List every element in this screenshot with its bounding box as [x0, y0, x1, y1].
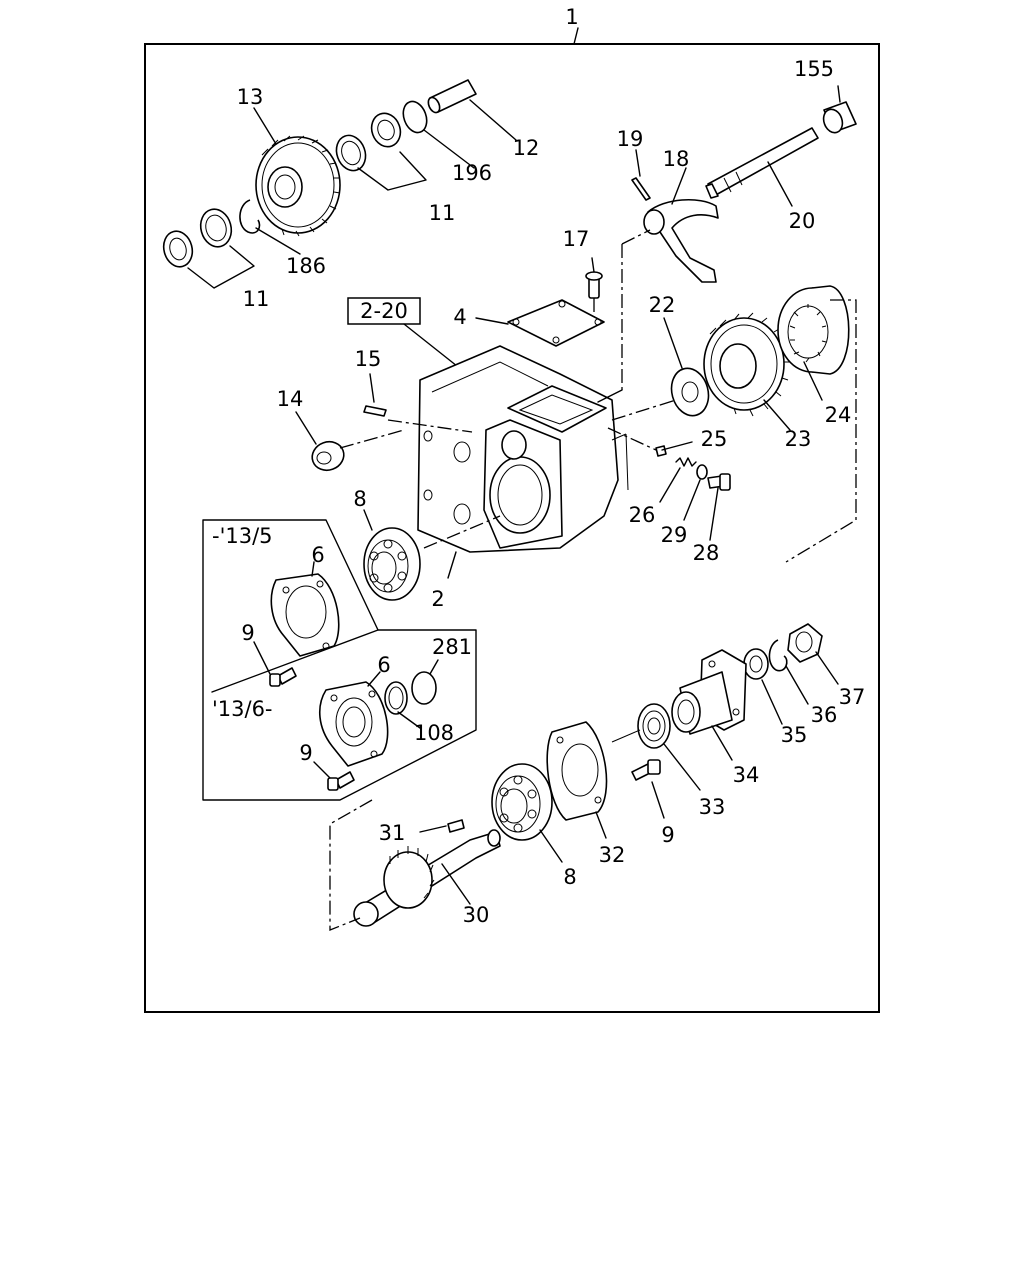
callout-2: 2	[431, 587, 444, 611]
part-15-dowel	[363, 405, 387, 417]
part-2-pto-housing	[417, 345, 629, 553]
part-25-plug	[655, 445, 667, 457]
part-17-bolt	[585, 271, 603, 299]
callout-186: 186	[286, 254, 326, 278]
callout-29: 29	[661, 523, 688, 547]
callout-1: 1	[565, 5, 578, 29]
callout-8-lower: 8	[563, 865, 576, 889]
reference-box	[347, 297, 421, 325]
callout-35: 35	[781, 723, 808, 747]
callout-12: 12	[513, 136, 540, 160]
callout-23: 23	[785, 427, 812, 451]
callout-108: 108	[414, 721, 454, 745]
part-23-helical-gear	[703, 312, 790, 417]
part-196-ring	[402, 100, 428, 134]
callout-18: 18	[663, 147, 690, 171]
callout-30: 30	[463, 903, 490, 927]
part-9-bolt-late	[327, 771, 355, 791]
part-186-snap-ring	[239, 199, 261, 234]
callout-11-upper: 11	[429, 201, 456, 225]
callout-31: 31	[379, 821, 406, 845]
part-26-spring	[675, 457, 697, 467]
assembly-leader	[573, 27, 579, 45]
callout-26: 26	[629, 503, 656, 527]
callout-9-early: 9	[241, 621, 254, 645]
part-9-bolt-early	[269, 667, 297, 687]
reference-box-label: 2-20	[360, 299, 408, 323]
callout-17: 17	[563, 227, 590, 251]
part-12-pin	[427, 79, 477, 114]
callout-28: 28	[693, 541, 720, 565]
callout-22: 22	[649, 293, 676, 317]
part-13-helical-gear	[255, 135, 341, 237]
variant-label-late: '13/6-	[212, 697, 273, 721]
callout-6-late: 6	[377, 653, 390, 677]
part-28-bolt	[707, 473, 731, 491]
callout-37: 37	[839, 685, 866, 709]
part-155-bush	[822, 101, 857, 134]
part-33-oil-seal	[637, 703, 671, 749]
part-31-key	[447, 819, 465, 833]
callout-8-upper: 8	[353, 487, 366, 511]
part-9-bolt-lower	[631, 759, 661, 781]
callout-4: 4	[453, 305, 466, 329]
callout-196: 196	[452, 161, 492, 185]
callout-32: 32	[599, 843, 626, 867]
part-11-bearing-upper	[335, 112, 402, 172]
part-24-shift-sleeve	[777, 285, 850, 375]
callout-9-lower: 9	[661, 823, 674, 847]
callout-33: 33	[699, 795, 726, 819]
part-14-oil-seal	[311, 440, 345, 472]
part-281-ring	[411, 671, 437, 705]
part-30-output-shaft	[353, 829, 501, 927]
part-4-cover-plate	[507, 299, 605, 347]
callout-15: 15	[355, 347, 382, 371]
variant-label-early: -'13/5	[212, 524, 273, 548]
part-8-ball-bearing-upper	[363, 527, 421, 601]
part-18-shift-fork	[643, 198, 719, 283]
callout-13: 13	[237, 85, 264, 109]
part-29-washer	[696, 464, 708, 480]
diagram-frame	[144, 43, 880, 1013]
callout-34: 34	[733, 763, 760, 787]
part-11-bearing-lower	[162, 208, 233, 268]
part-22-thrust-washer	[670, 367, 710, 417]
part-34-companion-flange	[671, 649, 747, 735]
callout-36: 36	[811, 703, 838, 727]
callout-155: 155	[794, 57, 834, 81]
part-20-shift-shaft	[705, 127, 819, 199]
callout-14: 14	[277, 387, 304, 411]
callout-19: 19	[617, 127, 644, 151]
part-8-ball-bearing-lower	[491, 763, 553, 841]
callout-20: 20	[789, 209, 816, 233]
part-35-washer	[743, 648, 769, 680]
part-6-flange-late	[319, 681, 389, 767]
callout-9-late: 9	[299, 741, 312, 765]
callout-281: 281	[432, 635, 472, 659]
part-32-retainer-plate	[546, 721, 608, 821]
callout-25: 25	[701, 427, 728, 451]
callout-11-lower: 11	[243, 287, 270, 311]
part-108-seal	[384, 681, 408, 715]
part-37-nut	[787, 623, 823, 663]
part-6-flange-early	[270, 573, 340, 657]
callout-6-early: 6	[311, 543, 324, 567]
part-36-snap-ring	[768, 639, 788, 672]
part-19-roll-pin	[631, 177, 651, 201]
variant-box-outline	[202, 519, 477, 801]
callout-24: 24	[825, 403, 852, 427]
